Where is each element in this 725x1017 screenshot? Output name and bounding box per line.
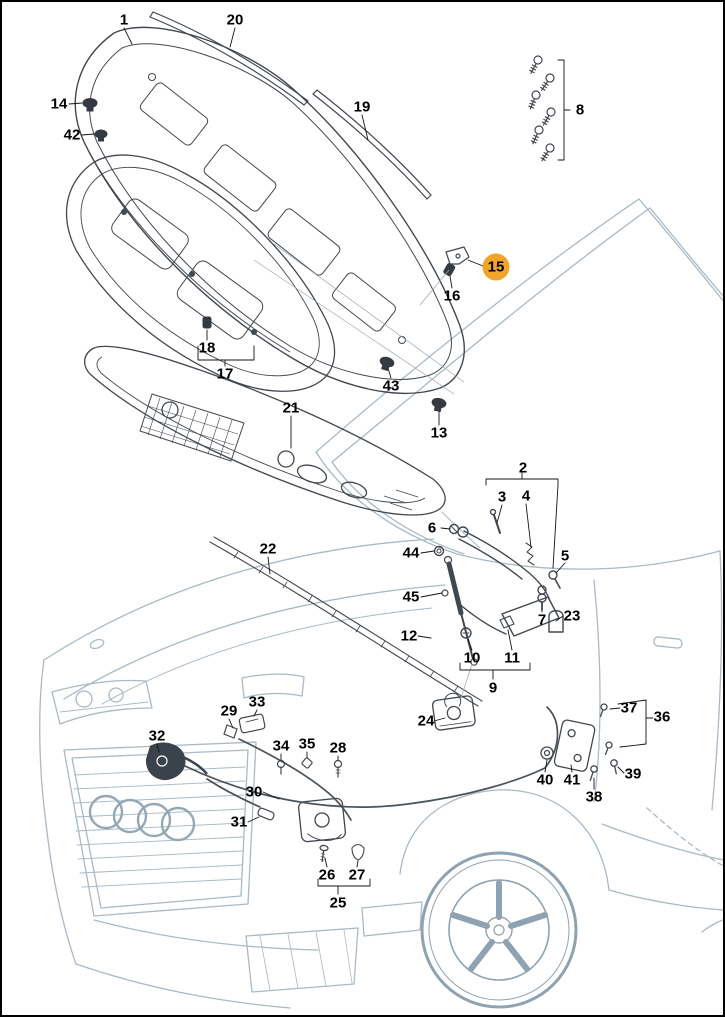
leader-lines xyxy=(68,27,654,895)
part-label-38: 38 xyxy=(585,788,603,806)
part-label-32: 32 xyxy=(148,727,166,745)
hinge-bracket-15 xyxy=(445,246,470,265)
screw-37a xyxy=(599,703,608,718)
grommet-13 xyxy=(431,397,447,413)
secondary-lock-25 xyxy=(297,797,365,862)
part-label-43: 43 xyxy=(382,377,400,395)
cowl-grille xyxy=(84,345,446,516)
part-label-16: 16 xyxy=(443,287,461,305)
part-label-15: 15 xyxy=(482,253,510,281)
side-latch xyxy=(540,703,618,782)
part-label-24: 24 xyxy=(417,712,435,730)
part-label-28: 28 xyxy=(329,739,347,757)
part-label-29: 29 xyxy=(220,702,238,720)
screw-set xyxy=(528,55,556,162)
screw-39 xyxy=(610,759,618,775)
part-label-17: 17 xyxy=(216,365,234,383)
hinge-pin-3 xyxy=(489,508,501,534)
part-label-42: 42 xyxy=(63,126,81,144)
grommet-14 xyxy=(82,98,98,112)
part-label-19: 19 xyxy=(353,98,371,116)
part-label-14: 14 xyxy=(50,95,68,113)
part-label-26: 26 xyxy=(318,866,336,884)
clip-27 xyxy=(351,843,365,861)
part-label-35: 35 xyxy=(298,735,316,753)
screw-37b xyxy=(604,741,613,756)
cable-nipple-34 xyxy=(276,759,286,775)
hood-lock-24 xyxy=(431,692,476,731)
grommets-and-clips xyxy=(82,98,456,413)
part-label-30: 30 xyxy=(245,783,263,801)
part-label-40: 40 xyxy=(536,771,554,789)
part-label-22: 22 xyxy=(259,540,277,558)
latch-bracket-41 xyxy=(553,719,596,772)
bolt-5 xyxy=(548,570,561,589)
part-label-39: 39 xyxy=(624,765,642,783)
hinge-assembly xyxy=(433,508,564,666)
part-label-44: 44 xyxy=(402,544,420,562)
part-label-34: 34 xyxy=(272,737,290,755)
part-label-20: 20 xyxy=(226,11,244,29)
part-label-37: 37 xyxy=(620,699,638,717)
part-label-1: 1 xyxy=(119,11,129,29)
part-label-33: 33 xyxy=(248,693,266,711)
part-label-5: 5 xyxy=(560,547,570,565)
car-body xyxy=(39,198,723,1009)
nut-44 xyxy=(433,545,445,557)
part-label-7: 7 xyxy=(537,611,547,629)
part-label-12: 12 xyxy=(400,627,418,645)
bracket-29 xyxy=(223,724,238,739)
screw-26 xyxy=(319,844,329,862)
part-label-13: 13 xyxy=(430,424,448,442)
alignment-lines xyxy=(253,243,473,699)
hinge-part-11 xyxy=(499,615,515,629)
front-wheel xyxy=(420,851,578,1009)
part-label-36: 36 xyxy=(653,708,671,726)
cable-fittings xyxy=(223,713,343,821)
part-label-41: 41 xyxy=(563,771,581,789)
part-label-25: 25 xyxy=(329,894,347,912)
cable-sheath-31 xyxy=(257,807,275,821)
release-handle-32 xyxy=(145,742,208,781)
part-label-31: 31 xyxy=(230,813,248,831)
part-label-21: 21 xyxy=(282,399,300,417)
bracket-33 xyxy=(238,713,266,734)
grommet-40 xyxy=(540,746,554,760)
part-label-27: 27 xyxy=(348,866,366,884)
part-label-8: 8 xyxy=(575,101,585,119)
part-label-2: 2 xyxy=(518,459,528,477)
lock-striker-23 xyxy=(548,610,564,633)
part-label-10: 10 xyxy=(463,649,481,667)
brand-rings-icon xyxy=(88,794,196,842)
part-label-6: 6 xyxy=(427,519,437,537)
clip-18 xyxy=(202,316,212,329)
front-fascia xyxy=(51,673,423,993)
part-label-18: 18 xyxy=(198,339,216,357)
part-label-3: 3 xyxy=(497,488,507,506)
part-label-45: 45 xyxy=(402,588,420,606)
part-label-9: 9 xyxy=(488,679,498,697)
grommet-43 xyxy=(379,356,395,372)
screw-28 xyxy=(333,759,343,778)
bay-seal-strip xyxy=(209,536,483,707)
clip-35 xyxy=(301,757,313,769)
part-label-11: 11 xyxy=(504,649,520,667)
hood-seal-strips xyxy=(149,11,432,200)
part-label-4: 4 xyxy=(521,487,531,505)
grommet-42 xyxy=(94,129,108,142)
group-brackets xyxy=(197,59,654,895)
part-label-23: 23 xyxy=(563,607,581,625)
screw-38 xyxy=(589,765,598,782)
